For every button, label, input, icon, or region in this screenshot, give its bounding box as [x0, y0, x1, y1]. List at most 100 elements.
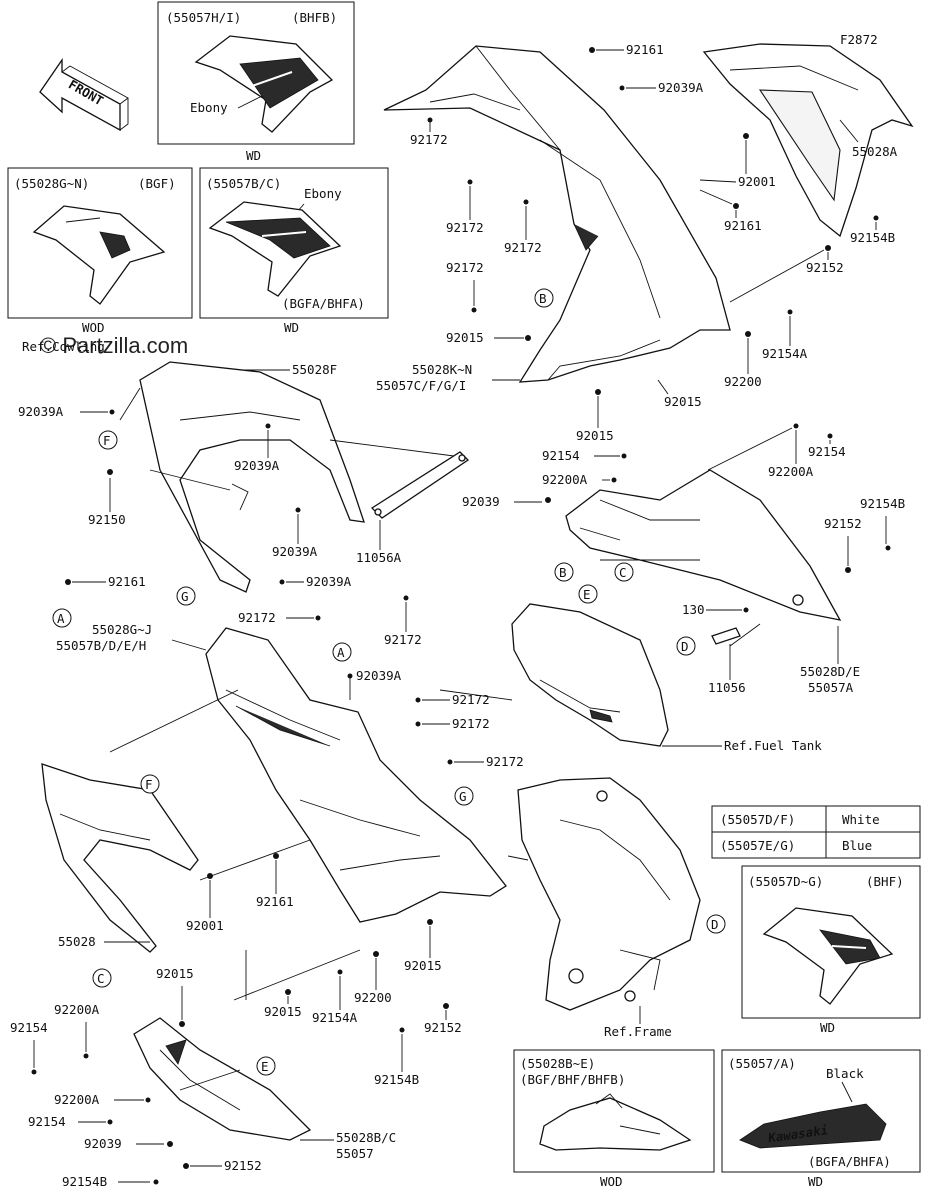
callout-e-right: E	[578, 584, 598, 604]
part-label: 92154B	[860, 496, 905, 511]
variant-code: (55057/A)	[728, 1056, 796, 1071]
svg-text:G: G	[459, 789, 467, 804]
svg-text:A: A	[57, 611, 65, 626]
part-label: 92015	[264, 1004, 302, 1019]
ref-frame-label: Ref.Frame	[604, 1024, 672, 1039]
part-label: 92154A	[762, 346, 808, 361]
part-label: 92172	[486, 754, 524, 769]
variant-color: Black	[826, 1066, 864, 1081]
variant-note: WD	[246, 148, 261, 163]
part-label: 92152	[824, 516, 862, 531]
part-label: 92161	[724, 218, 762, 233]
callout-a-mid: A	[332, 642, 352, 662]
bracket-11056a	[370, 451, 470, 519]
variant-tag: (BGFA/BHFA)	[282, 296, 365, 311]
variant-box-55057bc: (55057B/C) Ebony (BGFA/BHFA)	[199, 167, 389, 319]
part-label: 92172	[504, 240, 542, 255]
callout-f-left: F	[98, 430, 118, 450]
center-cowl-55028g	[205, 627, 507, 923]
color-table: (55057D/F) White (55057E/G) Blue	[711, 805, 921, 859]
part-label: 92039	[84, 1136, 122, 1151]
part-label: 92039A	[234, 458, 280, 473]
svg-text:F: F	[103, 433, 111, 448]
part-label: 92015	[404, 958, 442, 973]
variant-tag: (BHF)	[866, 874, 904, 889]
part-label: 92154A	[312, 1010, 358, 1025]
variant-code: (55057D~G)	[748, 874, 823, 889]
part-label: 92015	[664, 394, 702, 409]
part-label: 92154	[542, 448, 580, 463]
variant-code: (55057B/C)	[206, 176, 281, 191]
variant-code: (55057H/I)	[166, 10, 241, 25]
watermark: © Partzilla.com	[40, 333, 188, 358]
part-label: 92152	[806, 260, 844, 275]
callout-c-bottom: C	[92, 968, 112, 988]
ref-cowling-label: Ref.Cowling	[22, 339, 105, 354]
part-label: 92200A	[542, 472, 588, 487]
part-label: 92161	[626, 42, 664, 57]
variant-note: WD	[284, 320, 299, 335]
part-label: 92200A	[768, 464, 814, 479]
svg-text:G: G	[181, 589, 189, 604]
part-label: 55028F	[292, 362, 337, 377]
part-label: 92001	[738, 174, 776, 189]
part-label: 55028D/E	[800, 664, 860, 679]
part-label: 92172	[446, 220, 484, 235]
part-label: 92039A	[272, 544, 318, 559]
variant-box-55028be: (55028B~E) (BGF/BHF/BHFB)	[513, 1049, 715, 1173]
variant-code: (55028B~E)	[520, 1056, 595, 1071]
part-label: 92015	[446, 330, 484, 345]
svg-text:A: A	[337, 645, 345, 660]
bracket-11056	[711, 627, 741, 645]
svg-text:C: C	[619, 565, 627, 580]
variant-box-55057dg: (55057D~G) (BHF)	[741, 865, 921, 1019]
part-label: 55028B/C	[336, 1130, 396, 1145]
part-label: 92154B	[374, 1072, 419, 1087]
part-label: 55028G~J	[92, 622, 152, 637]
part-label: 92015	[576, 428, 614, 443]
variant-tag: (BGF)	[138, 176, 176, 191]
callout-a-left: A	[52, 608, 72, 628]
svg-text:C: C	[97, 971, 105, 986]
svg-text:D: D	[711, 917, 719, 932]
part-label: 92161	[108, 574, 146, 589]
part-label: 92172	[410, 132, 448, 147]
part-label: 11056A	[356, 550, 402, 565]
part-label: 92154B	[62, 1174, 107, 1189]
part-label: 55057A	[808, 680, 854, 695]
part-label: 92039A	[306, 574, 352, 589]
part-label: 55057C/F/G/I	[376, 378, 466, 393]
part-label: 92154	[10, 1020, 48, 1035]
part-label: 11056	[708, 680, 746, 695]
callout-f-mid: F	[140, 774, 160, 794]
side-panel-55028a	[702, 43, 914, 238]
svg-text:B: B	[539, 291, 547, 306]
variant-code: (55028G~N)	[14, 176, 89, 191]
callout-b-right: B	[554, 562, 574, 582]
color-table-color-0: White	[842, 812, 880, 827]
part-label: 92152	[224, 1158, 262, 1173]
part-label: 92200A	[54, 1002, 100, 1017]
part-label: 92200	[354, 990, 392, 1005]
part-label: 92172	[238, 610, 276, 625]
callout-c-right: C	[614, 562, 634, 582]
upper-cowl-55028k	[383, 45, 731, 383]
variant-tag: (BHFB)	[292, 10, 337, 25]
variant-box-55028gn: (55028G~N) (BGF)	[7, 167, 193, 319]
part-label: 92039A	[658, 80, 704, 95]
svg-text:D: D	[681, 639, 689, 654]
part-label: 92039A	[18, 404, 64, 419]
front-arrow-icon: FRONT	[39, 57, 129, 132]
part-label: 92015	[156, 966, 194, 981]
part-label: 92039A	[356, 668, 402, 683]
variant-note: WOD	[600, 1174, 623, 1189]
part-label: 92001	[186, 918, 224, 933]
variant-note: WD	[808, 1174, 823, 1189]
part-label: 92200A	[54, 1092, 100, 1107]
callout-d-right: D	[676, 636, 696, 656]
variant-color: Ebony	[304, 186, 342, 201]
side-cowl-55028f	[139, 361, 365, 593]
part-label: 92172	[446, 260, 484, 275]
side-panel-55028	[41, 763, 199, 953]
